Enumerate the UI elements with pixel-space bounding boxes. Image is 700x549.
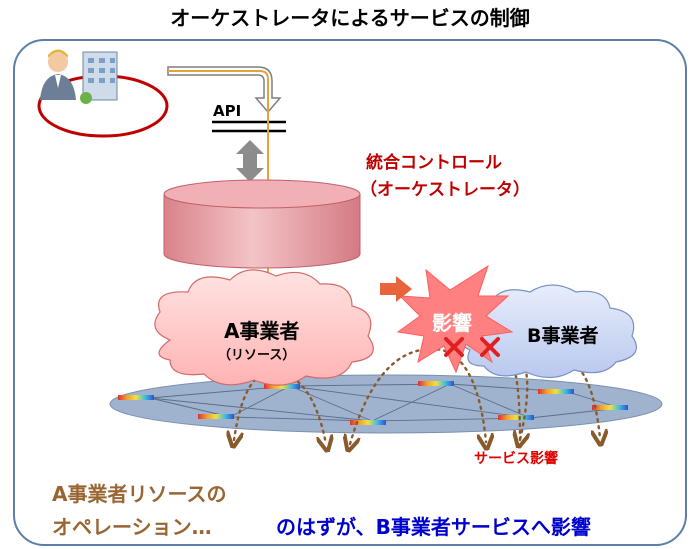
orchestrator-cylinder	[163, 179, 361, 269]
impact-burst	[396, 264, 514, 374]
controller-label: 統合コントロール	[366, 153, 502, 173]
api-label: API	[213, 102, 242, 120]
footer-line-2: オペレーション…	[52, 515, 212, 539]
network-node	[592, 405, 628, 410]
operator-a-cloud	[154, 269, 374, 386]
error-x-icon	[480, 337, 500, 357]
arrow-right-icon	[380, 276, 412, 302]
vertical-exchange-arrow	[236, 140, 264, 182]
network-node	[198, 414, 234, 419]
error-x-icon	[444, 337, 464, 357]
footer-line-3: のはずが、B事業者サービスへ影響	[276, 515, 591, 539]
operator-a-sublabel: （リソース）	[218, 348, 296, 363]
network-node	[498, 415, 534, 420]
network-links	[149, 383, 621, 422]
user-icon	[40, 49, 76, 100]
footer-line-1: A事業者リソースの	[52, 482, 227, 506]
service-path	[350, 347, 486, 444]
network-node	[350, 420, 386, 425]
request-arrow	[167, 66, 282, 305]
network-node	[538, 389, 574, 394]
network-nodes	[118, 381, 628, 425]
service-impact-label: サービス影響	[474, 451, 558, 467]
user-group	[37, 49, 169, 138]
network-node	[118, 395, 154, 400]
diagram-title: オーケストレータによるサービスの制御	[170, 6, 530, 30]
network-node	[264, 384, 300, 389]
operator-b-label: B事業者	[527, 325, 599, 347]
office-building-icon	[80, 51, 118, 104]
operator-a-label: A事業者	[224, 319, 300, 343]
impact-label: 影響	[432, 311, 472, 335]
network-node	[418, 381, 454, 386]
controller-sublabel: （オーケストレータ）	[360, 180, 530, 200]
